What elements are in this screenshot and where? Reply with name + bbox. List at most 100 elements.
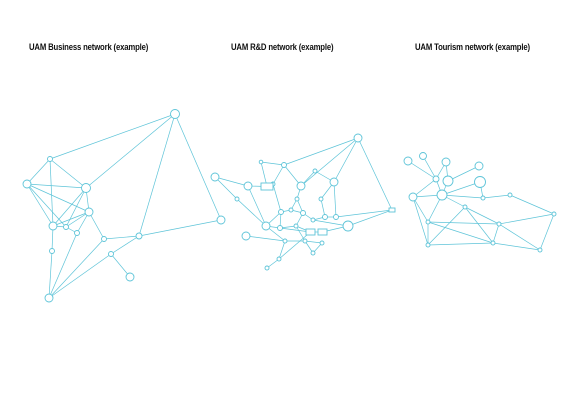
rd-node	[241, 231, 251, 241]
business-edge	[49, 158, 87, 189]
tourism-edge	[412, 196, 429, 246]
rd-edge	[266, 258, 280, 269]
rd-node	[329, 177, 339, 187]
business-edge	[174, 113, 222, 221]
business-node	[63, 224, 69, 230]
tourism-edge	[539, 213, 555, 251]
business-edge	[48, 250, 53, 299]
business-edge	[48, 238, 105, 299]
tourism-node	[403, 156, 413, 166]
tourism-edge	[427, 206, 466, 246]
tourism-node	[432, 175, 440, 183]
tourism-node	[474, 161, 484, 171]
tourism-node	[462, 204, 468, 210]
tourism-node	[408, 192, 418, 202]
rd-edge	[245, 235, 286, 242]
business-edge	[49, 113, 176, 160]
tourism-network-graph	[403, 152, 557, 253]
business-node	[108, 251, 114, 257]
rd-edge	[312, 219, 349, 227]
business-network-graph	[22, 109, 226, 303]
business-node	[47, 156, 53, 162]
business-node	[81, 183, 91, 193]
tourism-node	[507, 192, 513, 198]
tourism-edge	[427, 221, 500, 225]
rd-rect-node	[388, 207, 396, 213]
business-node	[49, 248, 55, 254]
business-edge	[110, 253, 131, 278]
rd-edge	[335, 209, 393, 218]
tourism-edge	[412, 178, 437, 198]
business-edge	[48, 253, 112, 299]
tourism-edge	[498, 213, 555, 225]
business-edge	[49, 158, 54, 227]
rd-edge	[300, 137, 359, 187]
rd-node	[294, 196, 300, 202]
tourism-edge	[427, 242, 494, 246]
rd-edge	[320, 198, 326, 218]
tourism-edge	[509, 194, 555, 215]
business-node	[125, 272, 135, 282]
rd-edge	[333, 181, 337, 218]
business-edge	[110, 235, 140, 255]
rd-node	[300, 210, 306, 216]
tourism-node	[419, 152, 427, 160]
rd-node	[310, 217, 316, 223]
tourism-node	[425, 219, 431, 225]
rd-edge	[279, 227, 311, 233]
tourism-edge	[464, 206, 494, 244]
rd-edge	[272, 164, 285, 185]
business-edge	[103, 235, 140, 240]
rd-node	[293, 223, 299, 229]
rd-node	[264, 265, 270, 271]
rd-node	[278, 209, 284, 215]
business-node	[135, 232, 143, 240]
rd-edge	[295, 225, 306, 242]
business-edge	[26, 183, 67, 228]
rd-edge	[260, 161, 285, 166]
tourism-node	[474, 176, 486, 188]
business-edge	[26, 183, 54, 227]
tourism-edge	[464, 206, 500, 225]
rd-edge	[214, 176, 249, 187]
tourism-node	[480, 195, 486, 201]
rd-rect-node	[305, 228, 316, 236]
tourism-node	[436, 189, 448, 201]
rd-node	[261, 221, 271, 231]
rd-node	[276, 256, 282, 262]
rd-node	[296, 181, 306, 191]
rd-rect-node	[260, 182, 274, 191]
rd-node	[333, 214, 339, 220]
rd-node	[281, 162, 287, 168]
tourism-edge	[498, 223, 541, 251]
business-edge	[48, 232, 78, 299]
rd-node	[312, 168, 318, 174]
tourism-node	[496, 221, 502, 227]
business-node	[84, 207, 94, 217]
business-edge	[26, 183, 90, 213]
rd-node	[322, 214, 328, 220]
rd-edge	[214, 176, 238, 200]
rd-edge	[278, 240, 286, 260]
business-edge	[26, 158, 51, 185]
business-node	[170, 109, 180, 119]
tourism-edge	[441, 181, 481, 196]
business-network-title: UAM Business network (example)	[29, 42, 149, 52]
tourism-edge	[492, 242, 541, 251]
rd-node	[302, 238, 308, 244]
business-node	[48, 221, 58, 231]
business-edge	[65, 211, 90, 228]
tourism-edge	[492, 223, 500, 244]
rd-edge	[304, 240, 323, 244]
rd-node	[318, 196, 324, 202]
business-node	[22, 179, 32, 189]
business-node	[74, 230, 80, 236]
business-node	[44, 293, 54, 303]
rd-edge	[236, 198, 267, 227]
business-edge	[88, 211, 105, 240]
rd-edge	[283, 137, 359, 166]
tourism-node	[537, 247, 543, 253]
rd-node	[243, 181, 253, 191]
business-edge	[52, 211, 90, 227]
tourism-node	[425, 242, 431, 248]
